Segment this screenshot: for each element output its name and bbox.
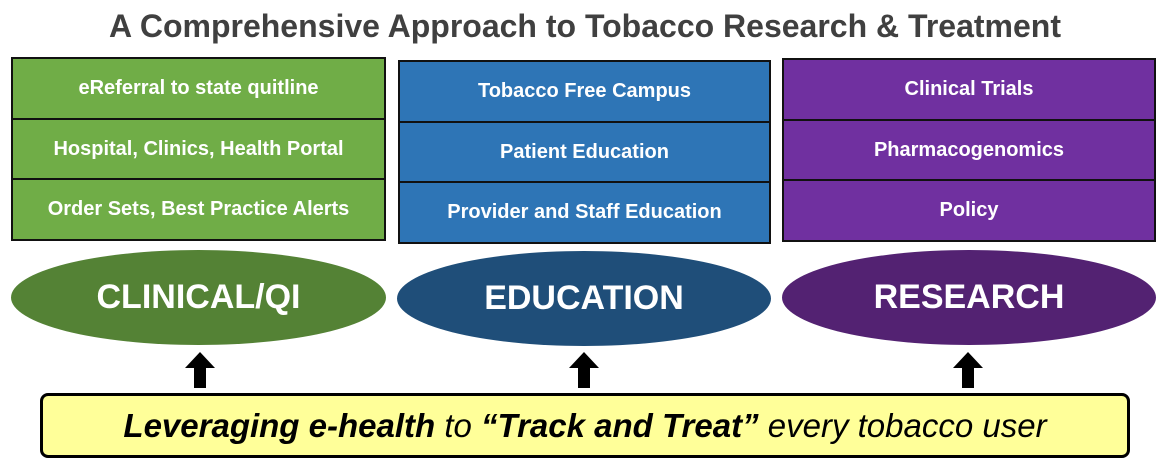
tagline-part: every tobacco user — [758, 406, 1047, 444]
clinical-item: Order Sets, Best Practice Alerts — [47, 198, 350, 221]
clinical-ellipse: CLINICAL/QI — [11, 250, 386, 345]
education-items-box: Tobacco Free Campus Patient Education Pr… — [398, 60, 771, 244]
education-item: Patient Education — [400, 123, 769, 184]
diagram-title: A Comprehensive Approach to Tobacco Rese… — [109, 8, 1061, 44]
research-item: Pharmacogenomics — [784, 121, 1154, 182]
clinical-items-box: eReferral to state quitline Hospital, Cl… — [11, 57, 386, 241]
education-item: Tobacco Free Campus — [400, 62, 769, 123]
education-item: Provider and Staff Education — [447, 201, 722, 224]
tagline-part: Leveraging e-health — [123, 406, 436, 444]
tagline-part: “Track and Treat” — [481, 406, 759, 444]
research-item: Policy — [939, 199, 999, 222]
education-ellipse: EDUCATION — [397, 251, 771, 346]
tagline-part: to — [435, 406, 482, 444]
tagline-banner: Leveraging e-health to “Track and Treat”… — [40, 393, 1130, 458]
clinical-item: Hospital, Clinics, Health Portal — [13, 120, 384, 181]
clinical-item: eReferral to state quitline — [13, 59, 384, 120]
research-item: Clinical Trials — [784, 60, 1154, 121]
research-items-box: Clinical Trials Pharmacogenomics Policy — [782, 58, 1156, 242]
research-ellipse: RESEARCH — [782, 250, 1156, 345]
